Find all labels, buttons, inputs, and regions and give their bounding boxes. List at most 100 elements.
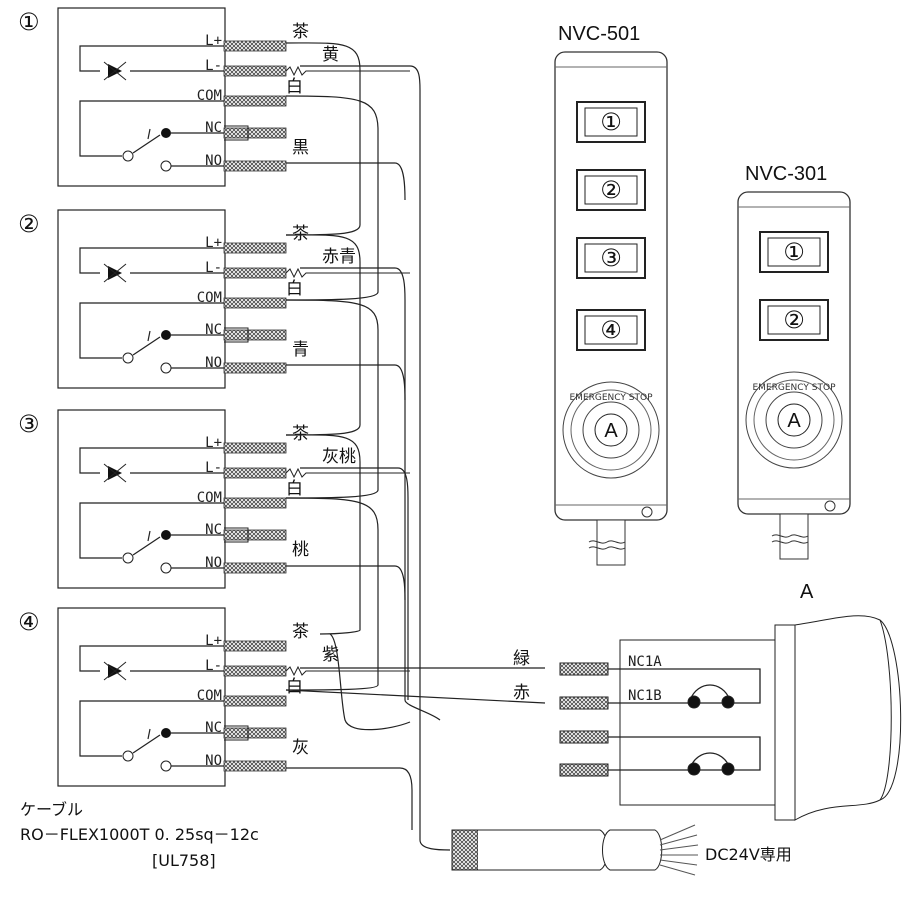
terminal-block [223, 65, 287, 77]
terminal-label: L+ [205, 33, 222, 49]
model-label-301: NVC-301 [745, 163, 827, 185]
wire-color-label: 白 [286, 479, 303, 499]
pendant-501: ① ② ③ ④ A EMERGENCY STOP [554, 51, 668, 566]
svg-text:④: ④ [600, 316, 622, 344]
wire-color-label: 紫 [322, 645, 339, 665]
wire-color-label: 黒 [292, 138, 309, 158]
terminal-block [223, 95, 287, 107]
terminal-block [223, 665, 287, 677]
terminal-label: L- [205, 658, 222, 674]
voltage-label: DC24V専用 [705, 845, 792, 864]
svg-text:EMERGENCY STOP: EMERGENCY STOP [753, 383, 837, 393]
terminal-label: COM [197, 88, 222, 104]
terminal-block [223, 242, 287, 254]
svg-text:①: ① [600, 108, 622, 136]
estop-switch-a [559, 615, 902, 821]
terminal-block [223, 562, 287, 574]
terminal-label: L+ [205, 633, 222, 649]
terminal-label: NO [205, 355, 222, 371]
pendant-button-1: ① [759, 231, 829, 273]
terminal-label: COM [197, 490, 222, 506]
terminal-block [223, 497, 287, 509]
wire-color-label: 灰桃 [322, 447, 356, 467]
wire-color-label: 茶 [292, 424, 309, 444]
wire-color-label: 黄 [322, 45, 339, 65]
switch-a-label: A [800, 581, 814, 603]
svg-text:②: ② [783, 306, 805, 334]
switch-contact-icon [161, 728, 171, 738]
terminal-label: COM [197, 290, 222, 306]
terminal-label: L+ [205, 435, 222, 451]
terminal-label: L- [205, 460, 222, 476]
estop-wire-color-2: 赤 [513, 683, 530, 703]
module-number: ① [18, 8, 40, 36]
terminal-label: NC [205, 522, 222, 538]
svg-text:EMERGENCY STOP: EMERGENCY STOP [570, 393, 654, 403]
wire-color-label: 白 [286, 677, 303, 697]
terminal-block [223, 127, 287, 139]
terminal-label: COM [197, 688, 222, 704]
wire-color-label: 茶 [292, 22, 309, 42]
wire-color-label: 白 [286, 279, 303, 299]
terminal-label: NC [205, 322, 222, 338]
svg-text:①: ① [783, 238, 805, 266]
svg-text:②: ② [600, 176, 622, 204]
contact-nc1a-label: NC1A [628, 654, 662, 670]
terminal-block [223, 297, 287, 309]
estop-wire-color-1: 緑 [513, 649, 530, 669]
terminal-block [223, 640, 287, 652]
wire-color-label: 白 [286, 77, 303, 97]
terminal-block [223, 362, 287, 374]
resistor-icon [285, 665, 410, 677]
resistor-icon [285, 267, 410, 279]
switch-contact-icon [161, 128, 171, 138]
terminal-block [223, 467, 287, 479]
resistor-icon [285, 65, 410, 77]
resistor-icon [285, 467, 410, 479]
terminal-block [223, 329, 287, 341]
module-number: ④ [18, 608, 40, 636]
terminal-label: NO [205, 555, 222, 571]
module-number: ③ [18, 410, 40, 438]
terminal-block [223, 160, 287, 172]
terminal-label: NO [205, 753, 222, 769]
terminal-label: L- [205, 58, 222, 74]
terminal-label: L+ [205, 235, 222, 251]
terminal-block [223, 760, 287, 772]
terminal-block [223, 695, 287, 707]
terminal-block [223, 442, 287, 454]
contact-nc1b-label: NC1B [628, 688, 662, 704]
pendant-button-1: ① [576, 101, 646, 143]
wire-color-label: 赤青 [322, 247, 356, 267]
switch-contact-icon [161, 330, 171, 340]
cable-title: ケーブル [20, 800, 83, 819]
svg-text:③: ③ [600, 244, 622, 272]
cable-standard: [UL758] [152, 851, 216, 870]
module-number: ② [18, 210, 40, 238]
terminal-label: NC [205, 720, 222, 736]
pendant-button-2: ② [759, 299, 829, 341]
pendant-301: ① ② A EMERGENCY STOP [737, 191, 851, 560]
terminal-block [223, 529, 287, 541]
terminal-block [223, 727, 287, 739]
wire-color-label: 桃 [292, 540, 309, 560]
model-label-501: NVC-501 [558, 23, 640, 45]
pendant-button-3: ③ [576, 237, 646, 279]
pendant-button-2: ② [576, 169, 646, 211]
pendant-button-4: ④ [576, 309, 646, 351]
terminal-block [223, 40, 287, 52]
wire-color-label: 茶 [292, 224, 309, 244]
terminal-block [223, 267, 287, 279]
bus-wires [285, 42, 546, 851]
estop-button-icon: A EMERGENCY STOP [745, 371, 843, 469]
svg-text:A: A [787, 410, 801, 432]
cable-illustration [451, 824, 699, 876]
wire-color-label: 青 [292, 340, 309, 360]
svg-text:A: A [604, 420, 618, 442]
wire-color-label: 茶 [292, 622, 309, 642]
